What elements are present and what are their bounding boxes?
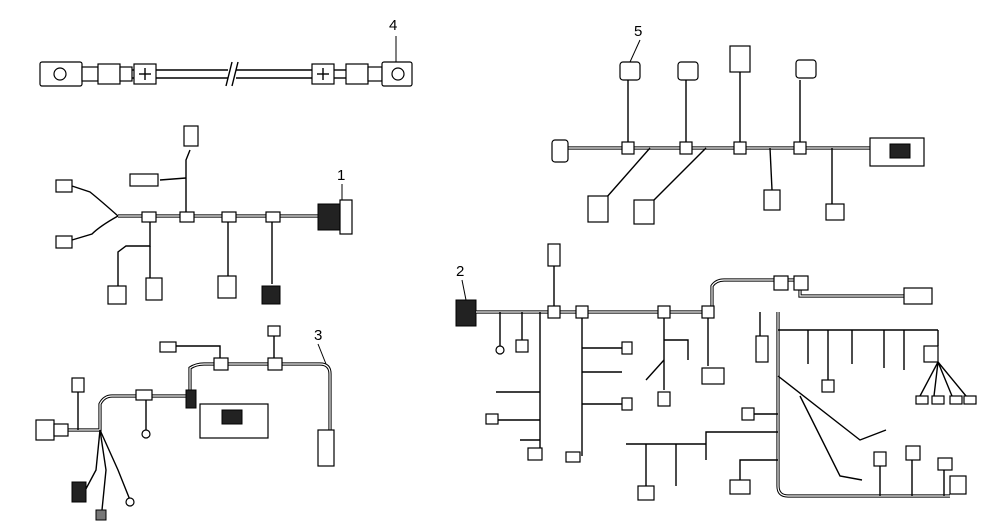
harness-1 bbox=[55, 125, 353, 305]
harness-2 bbox=[455, 243, 977, 501]
callout-1: 1 bbox=[337, 167, 345, 184]
harness-4-battery-cable bbox=[39, 61, 413, 87]
harness-3 bbox=[35, 325, 335, 521]
callout-5: 5 bbox=[634, 23, 642, 40]
callout-4: 4 bbox=[389, 17, 397, 34]
harness-5 bbox=[551, 45, 925, 225]
callout-3: 3 bbox=[314, 327, 322, 344]
callout-2: 2 bbox=[456, 263, 464, 280]
